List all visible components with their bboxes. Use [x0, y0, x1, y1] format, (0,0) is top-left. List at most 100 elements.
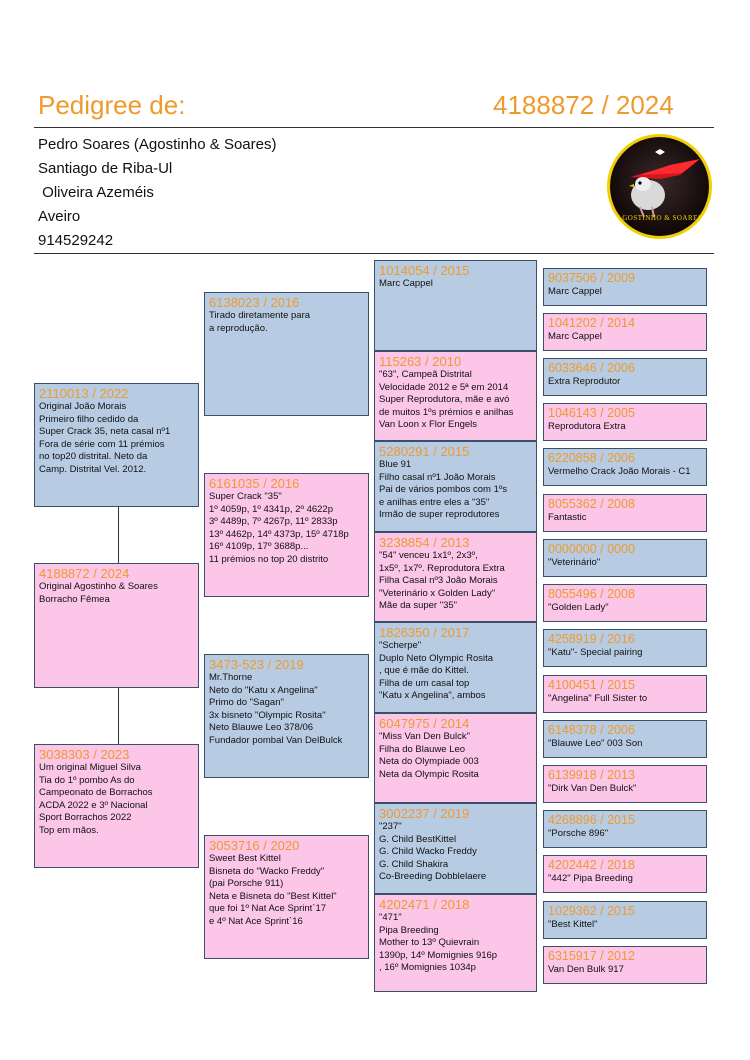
ring-number: 2110013 / 2022: [39, 386, 129, 401]
pedigree-divider: [34, 253, 714, 254]
pigeon-card-gen5[interactable]: 6139918 / 2013 "Dirk Van Den Bulck": [543, 765, 707, 803]
ring-number: 3038303 / 2023: [39, 747, 130, 762]
page-title: Pedigree de:: [38, 90, 186, 120]
pigeon-info: Reprodutora Extra: [548, 421, 626, 432]
ring-number: 6220858 / 2006: [548, 451, 635, 465]
pigeon-card-gen5[interactable]: 6315917 / 2012 Van Den Bulk 917: [543, 946, 707, 984]
pigeon-card-sire[interactable]: 2110013 / 2022 Original João Morais Prim…: [34, 383, 199, 507]
ring-number: 1014054 / 2015: [379, 263, 470, 278]
loft-logo: AGOSTINHO & SOARES: [610, 137, 709, 236]
ring-number: 9037506 / 2009: [548, 271, 635, 285]
pigeon-info: Blue 91 Filho casal nº1 João Morais Pai …: [379, 459, 508, 520]
pigeon-card-great-grandparent[interactable]: 115263 / 2010 "63", Campeã Distrital Vel…: [374, 351, 537, 441]
ring-number: 0000000 / 0000: [548, 542, 635, 556]
pigeon-card-gen5[interactable]: 4268896 / 2015 "Porsche 896": [543, 810, 707, 848]
pigeon-card-gen5[interactable]: 0000000 / 0000 "Veterinário": [543, 539, 707, 577]
ring-number: 115263 / 2010: [379, 354, 462, 369]
ring-number: 1029362 / 2015: [548, 904, 635, 918]
pigeon-card-great-grandparent[interactable]: 1826350 / 2017 "Scherpe" Duplo Neto Olym…: [374, 622, 537, 713]
pigeon-info: "Katu"- Special pairing: [548, 647, 643, 658]
ring-number: 5280291 / 2015: [379, 444, 470, 459]
pigeon-info: "471" Pipa Breeding Mother to 13º Quievr…: [379, 912, 498, 973]
owner-locality: Santiago de Riba-Ul: [38, 160, 173, 177]
pigeon-card-gen5[interactable]: 6148378 / 2006 "Blauwe Leo" 003 Son: [543, 720, 707, 758]
pigeon-card-great-grandparent[interactable]: 1014054 / 2015 Marc Cappel: [374, 260, 537, 351]
pigeon-card-gen5[interactable]: 1041202 / 2014 Marc Cappel: [543, 313, 707, 351]
ring-number: 3238854 / 2013: [379, 535, 470, 550]
logo-text: AGOSTINHO & SOARES: [616, 214, 703, 222]
pigeon-card-gen5[interactable]: 6033646 / 2006 Extra Reprodutor: [543, 358, 707, 396]
pigeon-info: "Veterinário": [548, 557, 601, 568]
ring-number: 6148378 / 2006: [548, 723, 635, 737]
pigeon-card-grandparent[interactable]: 6138023 / 2016 Tirado diretamente para a…: [204, 292, 369, 416]
ring-number: 8055362 / 2008: [548, 497, 635, 511]
pigeon-info: "Dirk Van Den Bulck": [548, 783, 637, 794]
pigeon-card-great-grandparent[interactable]: 3238854 / 2013 "54" venceu 1x1º, 2x3º, 1…: [374, 532, 537, 622]
pigeon-info: "Best Kittel": [548, 919, 598, 930]
pigeon-info: "63", Campeã Distrital Velocidade 2012 e…: [379, 369, 514, 430]
pigeon-info: Tirado diretamente para a reprodução.: [209, 310, 311, 334]
pigeon-info: Marc Cappel: [548, 331, 602, 342]
ring-number: 1826350 / 2017: [379, 625, 470, 640]
pigeon-info: "442" Pipa Breeding: [548, 873, 633, 884]
ring-number: 1046143 / 2005: [548, 406, 635, 420]
owner-phone: 914529242: [38, 232, 114, 249]
pigeon-card-gen5[interactable]: 8055496 / 2008 "Golden Lady": [543, 584, 707, 622]
subject-ring-header: 4188872 / 2024: [493, 90, 674, 120]
ring-number: 4202471 / 2018: [379, 897, 470, 912]
pigeon-info: Original João Morais Primeiro filho cedi…: [39, 401, 171, 475]
pigeon-card-gen5[interactable]: 4258919 / 2016 "Katu"- Special pairing: [543, 629, 707, 667]
pigeon-info: Marc Cappel: [379, 278, 433, 289]
owner-district: Aveiro: [38, 208, 81, 225]
ring-number: 4188872 / 2024: [39, 566, 130, 581]
pigeon-info: "Blauwe Leo" 003 Son: [548, 738, 643, 749]
ring-number: 4100451 / 2015: [548, 678, 635, 692]
ring-number: 3053716 / 2020: [209, 838, 300, 853]
pigeon-card-grandparent[interactable]: 3473-523 / 2019 Mr.Thorne Neto do "Katu …: [204, 654, 369, 778]
pigeon-info: Sweet Best Kittel Bisneta do "Wacko Fred…: [209, 853, 337, 927]
pigeon-card-great-grandparent[interactable]: 5280291 / 2015 Blue 91 Filho casal nº1 J…: [374, 441, 537, 532]
pigeon-info: Extra Reprodutor: [548, 376, 621, 387]
pigeon-card-grandparent[interactable]: 6161035 / 2016 Super Crack "35" 1º 4059p…: [204, 473, 369, 597]
pigeon-card-gen5[interactable]: 4202442 / 2018 "442" Pipa Breeding: [543, 855, 707, 893]
ring-number: 3002237 / 2019: [379, 806, 470, 821]
pigeon-info: Um original Miguel Silva Tia do 1º pombo…: [39, 762, 153, 836]
pigeon-card-gen5[interactable]: 8055362 / 2008 Fantastic: [543, 494, 707, 532]
pigeon-info: Mr.Thorne Neto do "Katu x Angelina" Prim…: [209, 672, 343, 746]
pigeon-info: "Miss Van Den Bulck" Filha do Blauwe Leo…: [379, 731, 479, 780]
pigeon-card-great-grandparent[interactable]: 3002237 / 2019 "237" G. Child BestKittel…: [374, 803, 537, 894]
pigeon-card-gen5[interactable]: 4100451 / 2015 "Angelina" Full Sister to: [543, 675, 707, 713]
pigeon-card-gen5[interactable]: 6220858 / 2006 Vermelho Crack João Morai…: [543, 448, 707, 486]
pigeon-card-gen5[interactable]: 9037506 / 2009 Marc Cappel: [543, 268, 707, 306]
connector-line: [118, 507, 119, 563]
ring-number: 6139918 / 2013: [548, 768, 635, 782]
pigeon-info: "237" G. Child BestKittel G. Child Wacko…: [379, 821, 487, 882]
pigeon-info: "54" venceu 1x1º, 2x3º, 1x5º, 1x7º. Repr…: [379, 550, 505, 611]
header-divider: [34, 127, 714, 128]
pigeon-info: Original Agostinho & Soares Borracho Fêm…: [39, 581, 158, 605]
connector-line: [118, 688, 119, 744]
pigeon-info: "Porsche 896": [548, 828, 609, 839]
owner-city: Oliveira Azeméis: [38, 184, 154, 201]
pigeon-card-dam[interactable]: 3038303 / 2023 Um original Miguel Silva …: [34, 744, 199, 868]
ring-number: 8055496 / 2008: [548, 587, 635, 601]
pigeon-info: Marc Cappel: [548, 286, 602, 297]
pigeon-card-gen5[interactable]: 1029362 / 2015 "Best Kittel": [543, 901, 707, 939]
pigeon-info: "Golden Lady": [548, 602, 609, 613]
ring-number: 3473-523 / 2019: [209, 657, 304, 672]
pigeon-card-great-grandparent[interactable]: 6047975 / 2014 "Miss Van Den Bulck" Filh…: [374, 713, 537, 803]
pigeon-info: Super Crack "35" 1º 4059p, 1º 4341p, 2º …: [209, 491, 349, 565]
pigeon-card-great-grandparent[interactable]: 4202471 / 2018 "471" Pipa Breeding Mothe…: [374, 894, 537, 992]
owner-info: Pedro Soares (Agostinho & Soares) Santia…: [38, 133, 276, 253]
owner-name: Pedro Soares (Agostinho & Soares): [38, 136, 277, 153]
pigeon-card-grandparent[interactable]: 3053716 / 2020 Sweet Best Kittel Bisneta…: [204, 835, 369, 959]
ring-number: 4268896 / 2015: [548, 813, 635, 827]
ring-number: 1041202 / 2014: [548, 316, 635, 330]
ring-number: 6033646 / 2006: [548, 361, 635, 375]
pigeon-info: Fantastic: [548, 512, 587, 523]
pigeon-info: "Scherpe" Duplo Neto Olympic Rosita , qu…: [379, 640, 494, 701]
pigeon-info: "Angelina" Full Sister to: [548, 693, 648, 704]
pigeon-card-subject[interactable]: 4188872 / 2024 Original Agostinho & Soar…: [34, 563, 199, 688]
pigeon-info: Van Den Bulk 917: [548, 964, 624, 975]
pigeon-card-gen5[interactable]: 1046143 / 2005 Reprodutora Extra: [543, 403, 707, 441]
